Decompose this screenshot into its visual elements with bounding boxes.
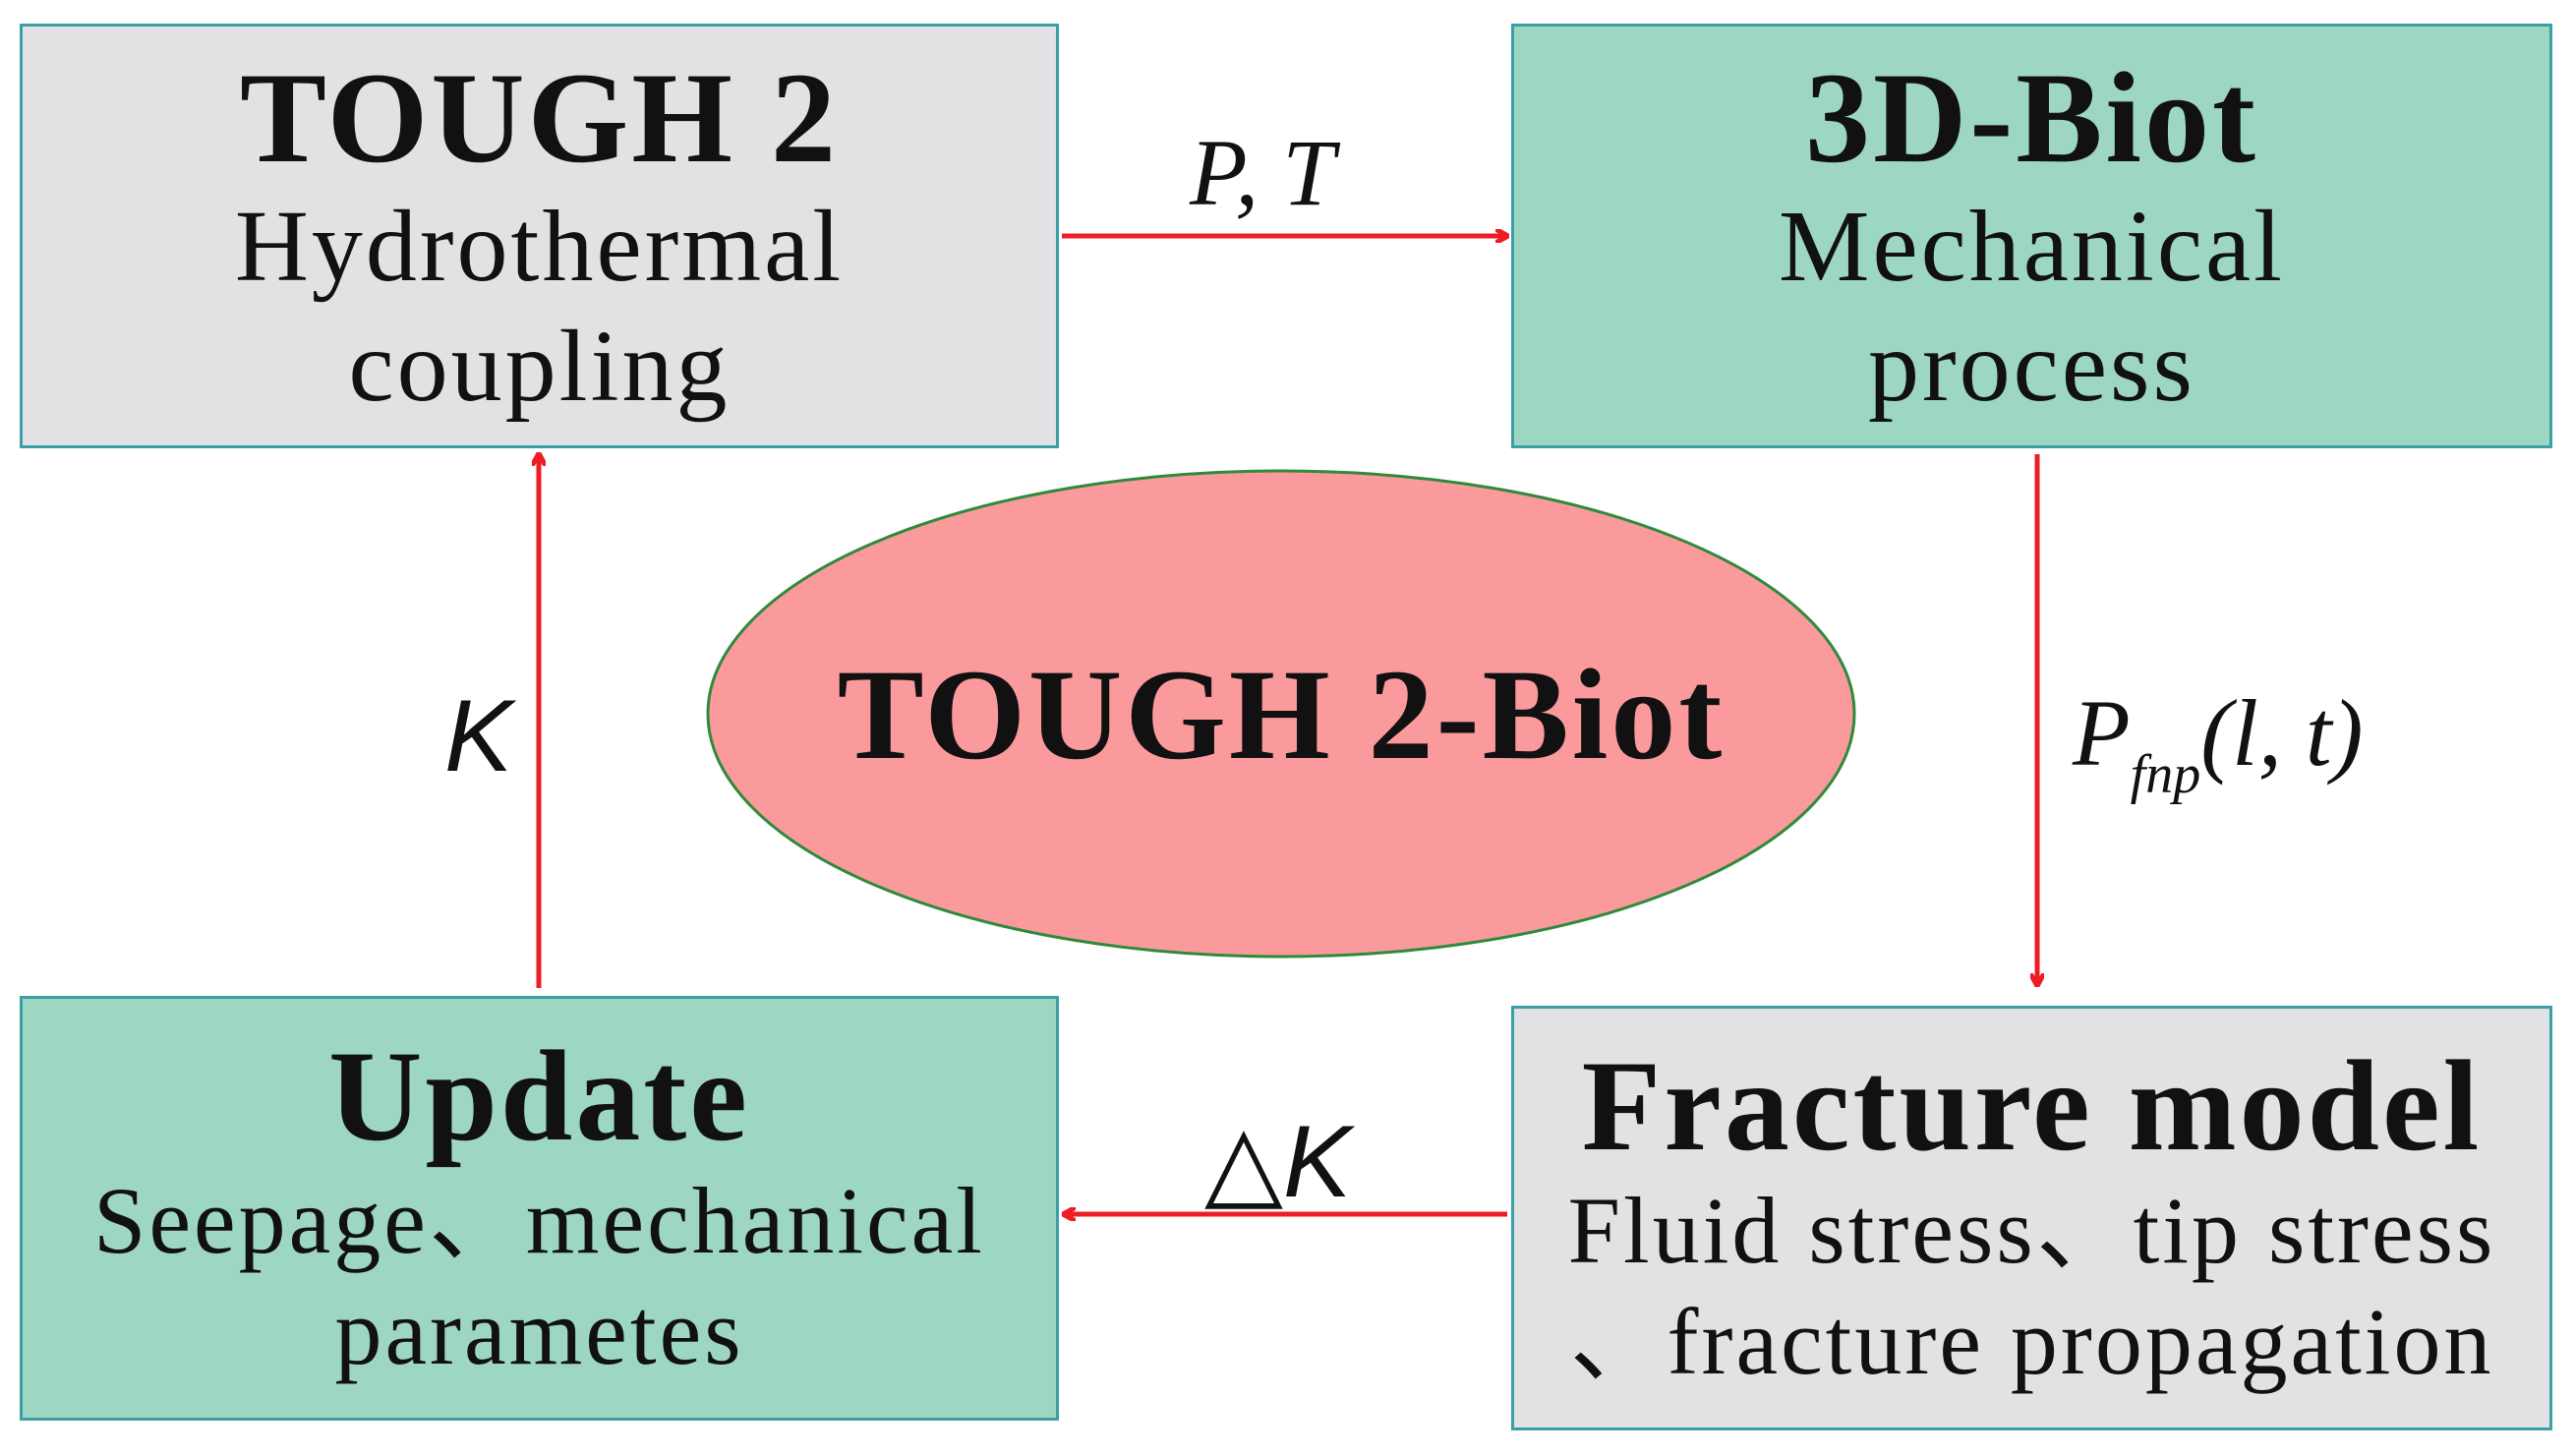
delta-symbol: △ xyxy=(1204,1105,1283,1219)
update-box: Update Seepage、mechanical parametes xyxy=(20,996,1059,1421)
update-title: Update xyxy=(328,1023,750,1169)
fracture-box: Fracture model Fluid stress、tip stress 、… xyxy=(1511,1006,2552,1430)
tough2-box: TOUGH 2 Hydrothermal coupling xyxy=(20,24,1059,448)
pfnp-subscript: fnp xyxy=(2130,744,2201,805)
biot-line2: process xyxy=(1868,310,2195,424)
edge-label-p-t: P, T xyxy=(1190,120,1335,225)
tough2-title: TOUGH 2 xyxy=(239,44,839,190)
pfnp-args: (l, t) xyxy=(2200,680,2364,786)
pfnp-main: P xyxy=(2073,680,2131,786)
fracture-line1: Fluid stress、tip stress xyxy=(1567,1178,2496,1284)
biot-box: 3D-Biot Mechanical process xyxy=(1511,24,2552,448)
center-ellipse xyxy=(706,469,1856,959)
fracture-title: Fracture model xyxy=(1581,1033,2483,1179)
edge-label-k: K xyxy=(444,679,513,793)
biot-title: 3D-Biot xyxy=(1805,44,2258,190)
tough2-line2: coupling xyxy=(348,310,731,424)
fracture-line2: 、fracture propagation xyxy=(1569,1289,2494,1395)
update-line1: Seepage、mechanical xyxy=(93,1168,985,1274)
delta-k-var: K xyxy=(1282,1105,1352,1219)
tough2-line1: Hydrothermal xyxy=(234,189,845,303)
center-label: TOUGH 2-Biot xyxy=(837,641,1726,786)
update-line2: parametes xyxy=(334,1279,744,1385)
biot-line1: Mechanical xyxy=(1778,189,2286,303)
edge-label-delta-k: △K xyxy=(1204,1101,1351,1221)
edge-label-pfnp: Pfnp(l, t) xyxy=(2073,678,2363,806)
